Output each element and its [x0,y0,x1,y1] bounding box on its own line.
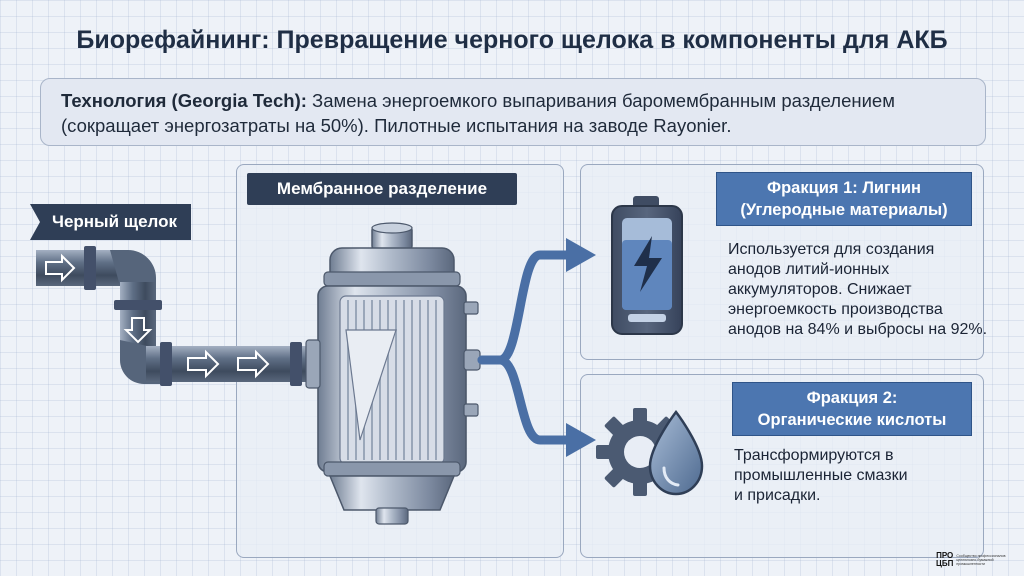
fraction2-title-line2: Органические кислоты [757,411,947,429]
fraction2-desc-line: и присадки. [734,487,821,504]
flow-arrows [477,250,579,445]
page-title: Биорефайнинг: Превращение черного щелока… [76,26,948,54]
fraction1-title-line1: Фракция 1: Лигнин [766,179,922,197]
technology-box: Технология (Georgia Tech): Замена энерго… [40,78,986,146]
fraction2-desc-line: промышленные смазки [734,467,908,484]
fraction2-description: Трансформируются в промышленные смазки и… [734,446,908,506]
technology-text: Замена энергоемкого выпаривания баромемб… [61,90,895,136]
logo-mark-line1: ПРО [936,551,954,560]
logo: ПРО ЦБП Сообщество профессионалов целлюл… [936,550,1016,570]
arrow-head-top [566,238,596,272]
fraction1-desc-line: аккумуляторов. Снижает [728,281,912,298]
logo-text: Сообщество профессионалов целлюлозно-бум… [956,554,1006,566]
membrane-filter-icon [305,222,481,525]
fraction1-desc-line: анодов на 84% и выбросы на 92%. [728,321,988,338]
logo-mark-line2: ЦБП [936,559,954,568]
logo-mark: ПРО ЦБП [936,552,953,568]
input-pipe [36,246,340,386]
membrane-separation-label: Мембранное разделение [247,173,517,205]
arrow-head-bottom [566,423,596,457]
black-liquor-label: Черный щелок [30,204,192,240]
fraction1-title: Фракция 1: Лигнин (Углеродные материалы) [716,172,972,226]
fraction1-desc-line: Используется для создания [728,241,935,258]
fraction2-desc-line: Трансформируются в [734,447,894,464]
fraction1-description: Используется для создания анодов литий-и… [728,240,987,340]
fraction2-title-line1: Фракция 2: [806,389,898,407]
fraction1-title-line2: (Углеродные материалы) [740,201,948,219]
fraction2-title: Фракция 2: Органические кислоты [732,382,972,436]
battery-icon [611,196,683,335]
technology-label: Технология (Georgia Tech): [61,90,307,111]
fraction1-desc-line: энергоемкость производства [728,301,943,318]
fraction1-desc-line: анодов литий-ионных [728,261,890,278]
oil-drop-icon [648,409,704,496]
